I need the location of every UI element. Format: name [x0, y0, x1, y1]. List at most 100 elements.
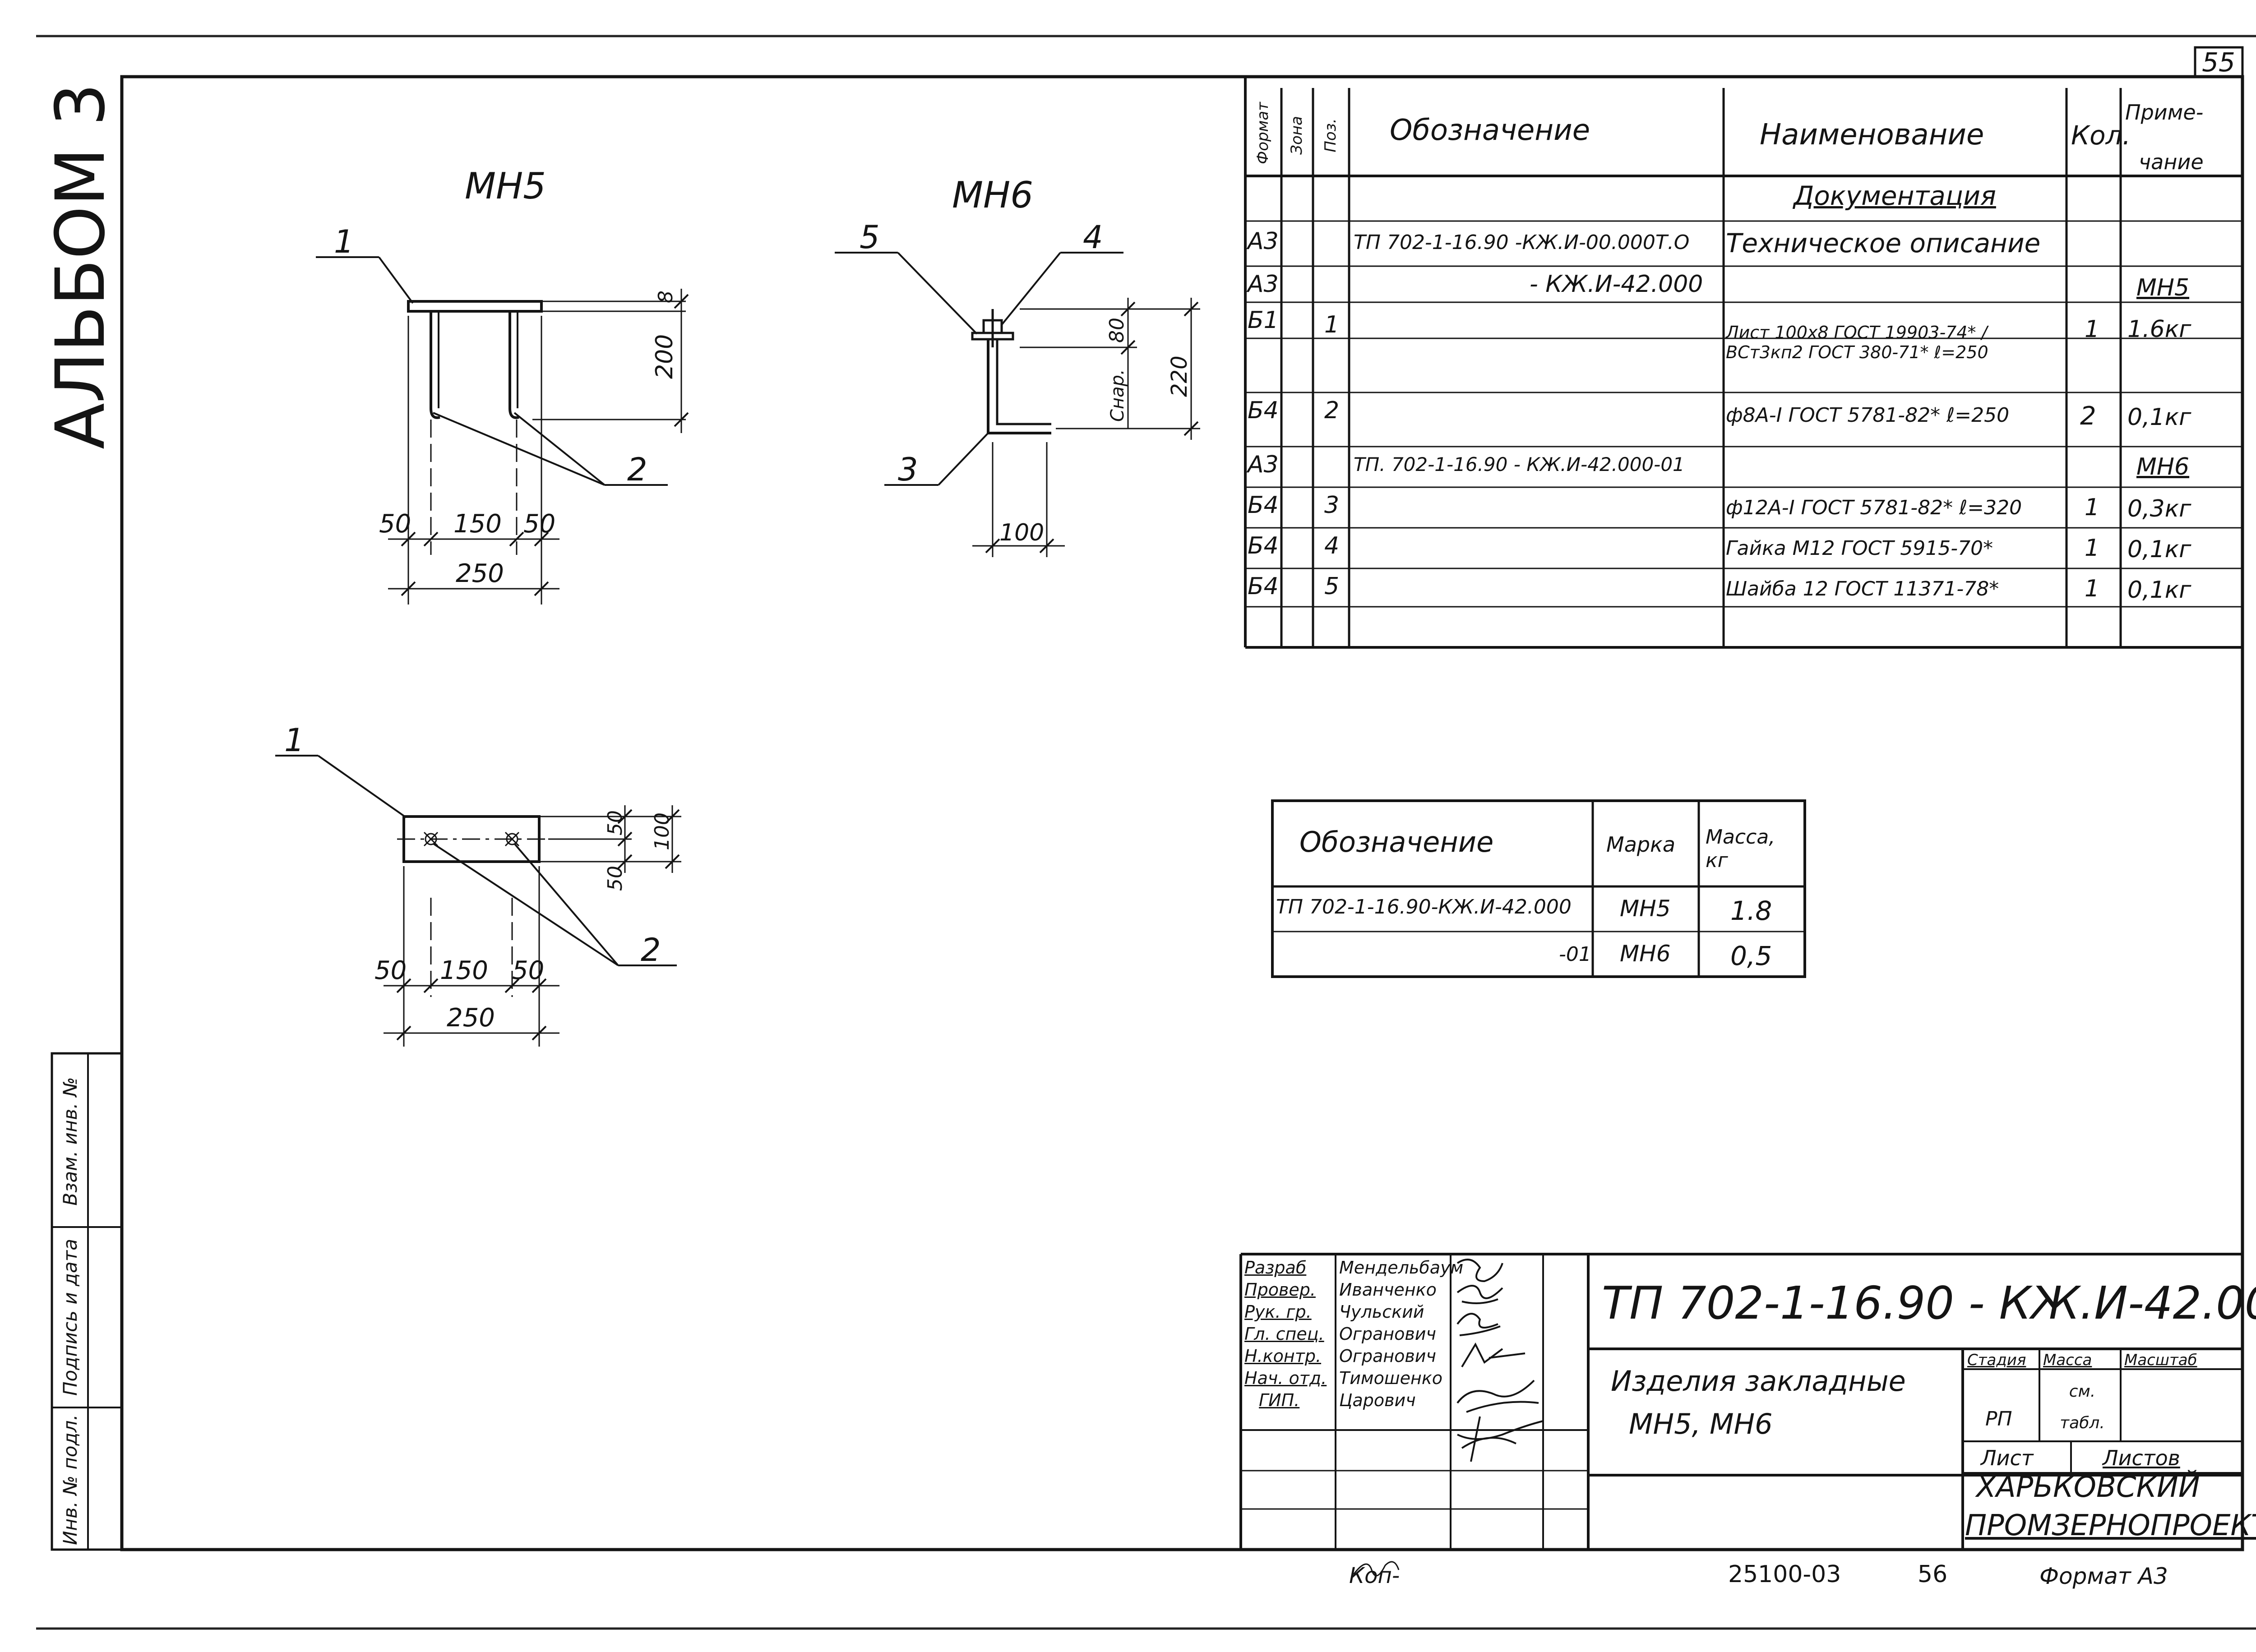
- mn6-view: МН6 5 4 3 80 220 Cнар.: [835, 174, 1200, 557]
- sheet-number: 55: [2202, 47, 2235, 78]
- title-sheets-label: Листов: [2103, 1446, 2180, 1470]
- title-sheet-label: Лист: [1981, 1446, 2034, 1470]
- spec-header-qty: Кол.: [2071, 120, 2131, 151]
- title-org-line1: ХАРЬКОВСКИЙ: [1976, 1471, 2200, 1504]
- spec-row-5-format: А3: [1248, 451, 1279, 478]
- title-role-5: Нач. отд.: [1244, 1368, 1327, 1388]
- plan-dim-150: 150: [440, 956, 488, 985]
- plan-dim-250: 250: [447, 1003, 495, 1033]
- spec-row-2-note: МН5: [2136, 274, 2190, 301]
- mn5-dim-150: 150: [453, 509, 502, 539]
- mn5-dim-250: 250: [456, 559, 504, 588]
- spec-row-3-note: 1.6кг: [2127, 316, 2191, 343]
- mass-header-mark: Марка: [1606, 832, 1676, 857]
- spec-header-name: Наименование: [1760, 118, 1984, 152]
- spec-header-note-1: Приме-: [2125, 100, 2203, 125]
- spec-row-1-designation: ТП 702-1-16.90 -КЖ.И-00.000Т.О: [1354, 231, 1690, 254]
- mn5-view: МН5 1 2 8 200: [316, 165, 689, 605]
- mn5-plan-view: 1 2 50 100 50 50 150 50 250: [275, 722, 681, 1047]
- spec-header-designation: Обозначение: [1390, 114, 1590, 147]
- spec-row-6-pos: 3: [1324, 492, 1340, 519]
- mass-header-designation: Обозначение: [1299, 826, 1494, 858]
- spec-row-2-designation: - КЖ.И-42.000: [1530, 271, 1703, 298]
- mn6-dim-80: 80: [1105, 318, 1128, 343]
- title-role-1: Провер.: [1244, 1280, 1316, 1300]
- title-stage-label: Стадия: [1967, 1351, 2026, 1369]
- spec-row-6-format: Б4: [1248, 492, 1279, 519]
- mn6-pos3: 3: [898, 451, 918, 488]
- spec-row-3-name: Лист 100х8 ГОСТ 19903-74* / ВСт3кп2 ГОСТ…: [1726, 323, 1988, 362]
- mass-table: [1271, 799, 1806, 978]
- replaces-label: Взам. инв. №: [59, 1077, 81, 1205]
- title-stage: РП: [1985, 1407, 2012, 1431]
- spec-row-8-format: Б4: [1248, 573, 1279, 600]
- spec-row-6-name: ф12А-I ГОСТ 5781-82* ℓ=320: [1726, 496, 2022, 519]
- mn6-pos5: 5: [860, 219, 880, 256]
- spec-row-4-qty: 2: [2080, 401, 2096, 431]
- mn6-dim-220: 220: [1167, 355, 1192, 397]
- inv-no-label: Инв. № подл.: [59, 1414, 81, 1545]
- spec-row-0-name: Документация: [1794, 180, 1996, 211]
- title-role-0: Разраб: [1244, 1258, 1307, 1278]
- bottom-archive: 25100-03: [1728, 1561, 1841, 1588]
- spec-header-zone: Зона: [1288, 116, 1306, 155]
- plan-dim-50d: 50: [512, 956, 544, 985]
- mn6-dim-snar: Cнар.: [1107, 369, 1128, 422]
- spec-row-6-note: 0,3кг: [2127, 495, 2191, 522]
- spec-row-3-pos: 1: [1324, 311, 1340, 338]
- title-product-marks: МН5, МН6: [1629, 1407, 1773, 1440]
- mass-row-1-mass: 0,5: [1730, 941, 1772, 971]
- spec-row-7-name: Гайка М12 ГОСТ 5915-70*: [1726, 537, 1993, 560]
- spec-row-1-format: А3: [1248, 228, 1279, 255]
- mass-row-0-mark: МН5: [1620, 895, 1671, 922]
- mn6-dim-100: 100: [999, 519, 1044, 546]
- title-mass-label: Масса: [2043, 1351, 2092, 1369]
- spec-row-1-name: Техническое описание: [1726, 228, 2041, 258]
- spec-row-7-format: Б4: [1248, 532, 1279, 559]
- title-doc-code: ТП 702-1-16.90 - КЖ.И-42.000: [1602, 1277, 2256, 1329]
- sign-date-label: Подпись и дата: [59, 1239, 81, 1396]
- spec-row-7-note: 0,1кг: [2127, 536, 2191, 563]
- title-role-6: ГИП.: [1259, 1390, 1300, 1410]
- spec-row-4-format: Б4: [1248, 397, 1279, 424]
- spec-row-4-note: 0,1кг: [2127, 404, 2191, 431]
- frame-border: [120, 75, 2244, 1551]
- title-product-title: Изделия закладные: [1611, 1365, 1906, 1398]
- plan-pos1: 1: [284, 722, 305, 759]
- bottom-kop: Коп-: [1349, 1563, 1400, 1588]
- mn5-dim-50b: 50: [523, 509, 555, 539]
- mass-row-0-mass: 1.8: [1730, 895, 1772, 926]
- title-name-5: Тимошенко: [1339, 1368, 1443, 1388]
- title-mass-value: см. табл.: [2060, 1382, 2105, 1432]
- title-name-0: Мендельбаум: [1339, 1258, 1464, 1278]
- spec-row-3-format: Б1: [1248, 307, 1279, 334]
- title-name-6: Царович: [1339, 1390, 1416, 1410]
- mass-row-0-designation: ТП 702-1-16.90-КЖ.И-42.000: [1276, 895, 1572, 918]
- title-name-1: Иванченко: [1339, 1280, 1437, 1300]
- mn6-title: МН6: [952, 174, 1033, 216]
- mn5-pos2: 2: [627, 451, 647, 488]
- specification-table: Формат Зона Поз. Обозначение Наименовани…: [1244, 77, 2242, 649]
- left-stamp-strip: Инв. № подл. Подпись и дата Взам. инв. №: [51, 1052, 123, 1551]
- plan-dim-100: 100: [651, 812, 674, 850]
- title-name-3: Огранович: [1339, 1324, 1436, 1344]
- spec-row-5-note: МН6: [2136, 453, 2190, 480]
- mn5-dim-200: 200: [651, 334, 678, 379]
- spec-row-8-note: 0,1кг: [2127, 577, 2191, 604]
- bottom-format: Формат А3: [2039, 1563, 2168, 1589]
- spec-header-format: Формат: [1254, 102, 1272, 164]
- spec-row-6-qty: 1: [2085, 494, 2100, 521]
- title-block: [1239, 1253, 2242, 1577]
- bottom-page: 56: [1918, 1561, 1948, 1588]
- title-org-line2: ПРОМЗЕРНОПРОЕКТ: [1965, 1509, 2256, 1542]
- spec-row-4-pos: 2: [1324, 397, 1340, 424]
- title-scale-label: Масштаб: [2124, 1351, 2197, 1369]
- plan-dim-50a: 50: [604, 810, 627, 835]
- spec-row-8-qty: 1: [2085, 575, 2100, 602]
- spec-row-8-pos: 5: [1324, 573, 1340, 600]
- mass-header-mass: Масса, кг: [1706, 826, 1775, 872]
- spec-row-3-qty: 1: [2085, 316, 2100, 343]
- title-role-2: Рук. гр.: [1244, 1302, 1312, 1322]
- album-label: АЛЬБОМ 3: [42, 83, 120, 449]
